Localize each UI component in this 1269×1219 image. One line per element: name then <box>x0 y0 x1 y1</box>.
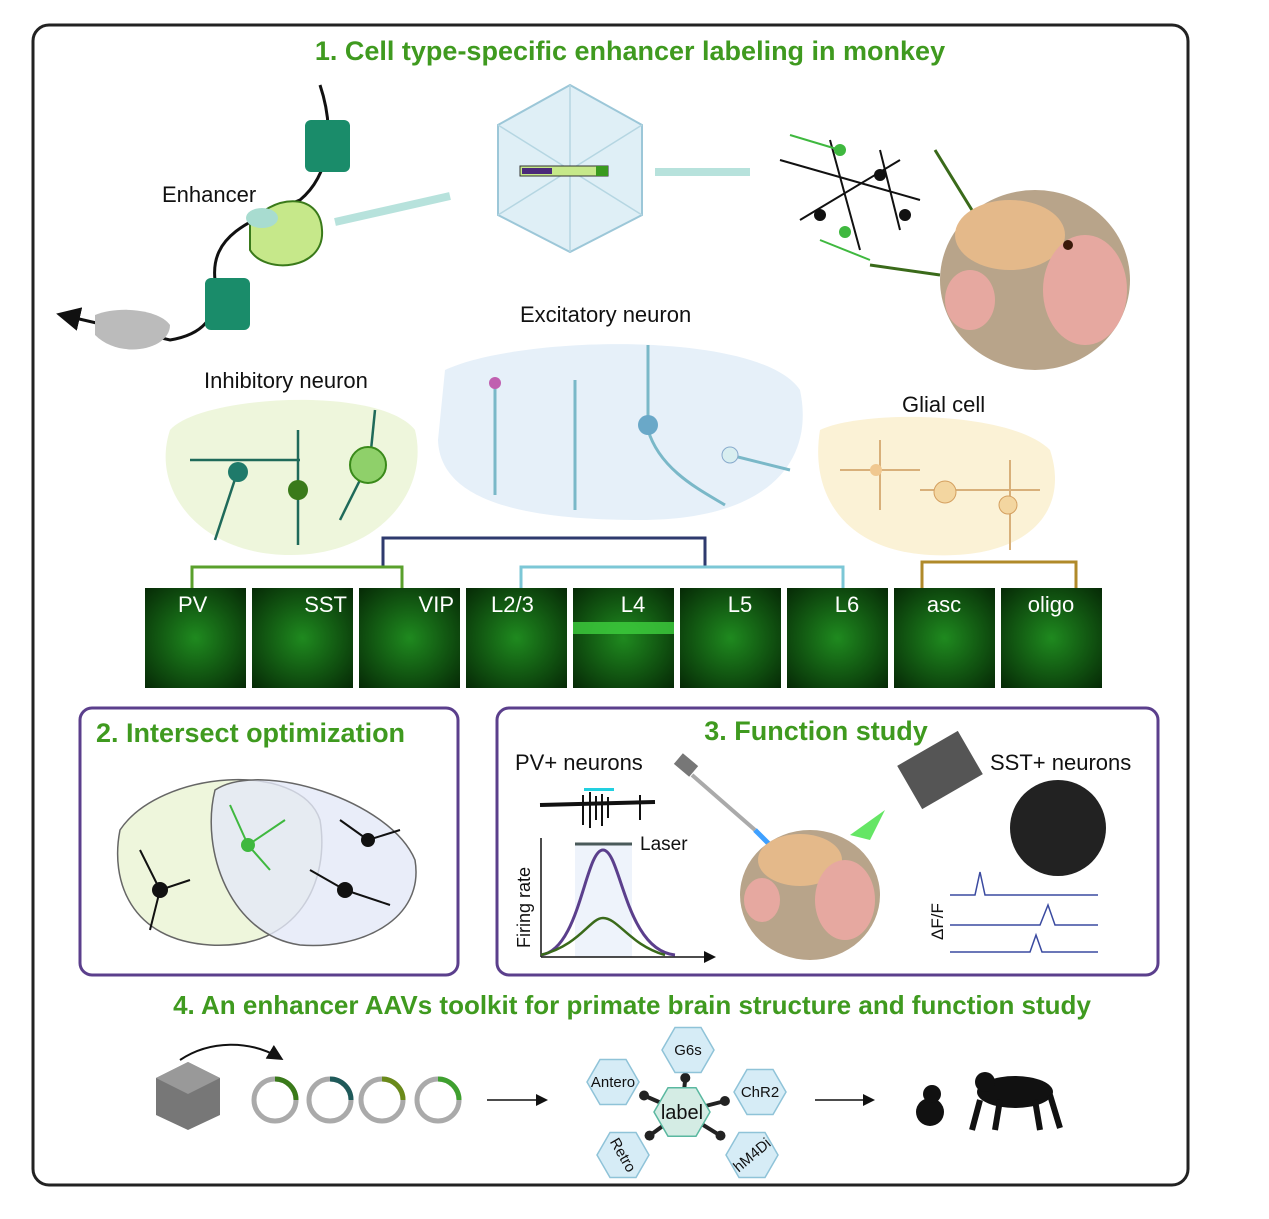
hex-label: ChR2 <box>741 1084 779 1101</box>
bracket-neurons <box>381 536 707 567</box>
enhancer-label: Enhancer <box>162 182 256 207</box>
two-photon-image <box>1010 780 1106 876</box>
tile-label: L6 <box>835 592 859 617</box>
tile-label: oligo <box>1028 592 1074 617</box>
glial-cell-label: Glial cell <box>902 392 985 417</box>
pv-neurons-label: PV+ neurons <box>515 750 643 775</box>
tile-image-4 <box>573 588 674 688</box>
tile-image-3 <box>466 588 567 688</box>
connector-dot <box>639 1090 650 1101</box>
connector-dot <box>715 1130 726 1141</box>
tile-image-5 <box>680 588 781 688</box>
monkey-head-icon <box>940 190 1130 370</box>
camera-icon <box>850 730 983 840</box>
layer4-band <box>573 622 674 634</box>
plasmid-rings <box>251 1076 462 1124</box>
tile-label: L4 <box>621 592 645 617</box>
neuron-network-icon <box>779 134 977 277</box>
connector-dot <box>680 1072 691 1083</box>
aav-capsid-icon <box>497 83 643 254</box>
tile-label: L5 <box>728 592 752 617</box>
package-box-icon <box>156 1043 284 1130</box>
bracket-glial <box>920 560 1078 588</box>
firing-rate-plot <box>540 838 713 957</box>
hex-4 <box>725 1131 779 1179</box>
tile-image-1 <box>252 588 353 688</box>
intersection-venn-illustration <box>116 778 417 947</box>
hex-1 <box>586 1058 640 1106</box>
df-f-axis-label: ΔF/F <box>928 903 947 940</box>
section4-title: 4. An enhancer AAVs toolkit for primate … <box>173 990 1091 1020</box>
bracket-excitatory <box>519 565 845 588</box>
hex-3 <box>596 1131 650 1179</box>
inhibitory-neuron-label: Inhibitory neuron <box>204 368 368 393</box>
tile-label: PV <box>178 592 208 617</box>
section1-title: 1. Cell type-specific enhancer labeling … <box>315 36 945 66</box>
spike-trace <box>539 788 656 828</box>
tile-label: asc <box>927 592 961 617</box>
labeling-image-tiles: PV SST VIP L2/3 L4 L5 L6 asc oligo <box>145 588 1102 688</box>
dna-enhancer-illustration <box>56 84 350 350</box>
tile-image-8 <box>1001 588 1102 688</box>
optic-fiber-icon <box>673 753 772 847</box>
tile-image-6 <box>787 588 888 688</box>
sst-neurons-label: SST+ neurons <box>990 750 1131 775</box>
excitatory-neurons-illustration <box>438 344 803 520</box>
glial-cells-illustration <box>818 416 1055 556</box>
tile-image-7 <box>894 588 995 688</box>
connector-dot <box>719 1096 730 1106</box>
hex-center-label: label <box>661 1102 703 1124</box>
bracket-inhibitory <box>190 565 404 588</box>
arrow-to-aav <box>334 192 451 226</box>
calcium-traces <box>950 871 1098 953</box>
monkey-head-small-icon <box>740 830 880 960</box>
tile-image-2 <box>359 588 460 688</box>
section3-title: 3. Function study <box>704 716 928 746</box>
tile-label: L2/3 <box>491 592 534 617</box>
hex-center <box>653 1087 711 1137</box>
excitatory-neuron-label: Excitatory neuron <box>520 302 691 327</box>
hex-2 <box>733 1068 787 1116</box>
tile-image-0 <box>145 588 246 688</box>
primate-silhouettes-icon <box>916 1072 1063 1131</box>
laser-label: Laser <box>640 834 688 855</box>
tile-label: VIP <box>419 592 454 617</box>
connector-dot <box>644 1130 655 1141</box>
hex-label: G6s <box>674 1042 702 1059</box>
firing-rate-axis-label: Firing rate <box>514 867 534 948</box>
hex-0 <box>661 1026 715 1074</box>
tile-label: SST <box>304 592 347 617</box>
section2-title: 2. Intersect optimization <box>96 718 405 748</box>
hex-label: Antero <box>591 1074 635 1091</box>
inhibitory-neurons-illustration <box>165 399 418 555</box>
